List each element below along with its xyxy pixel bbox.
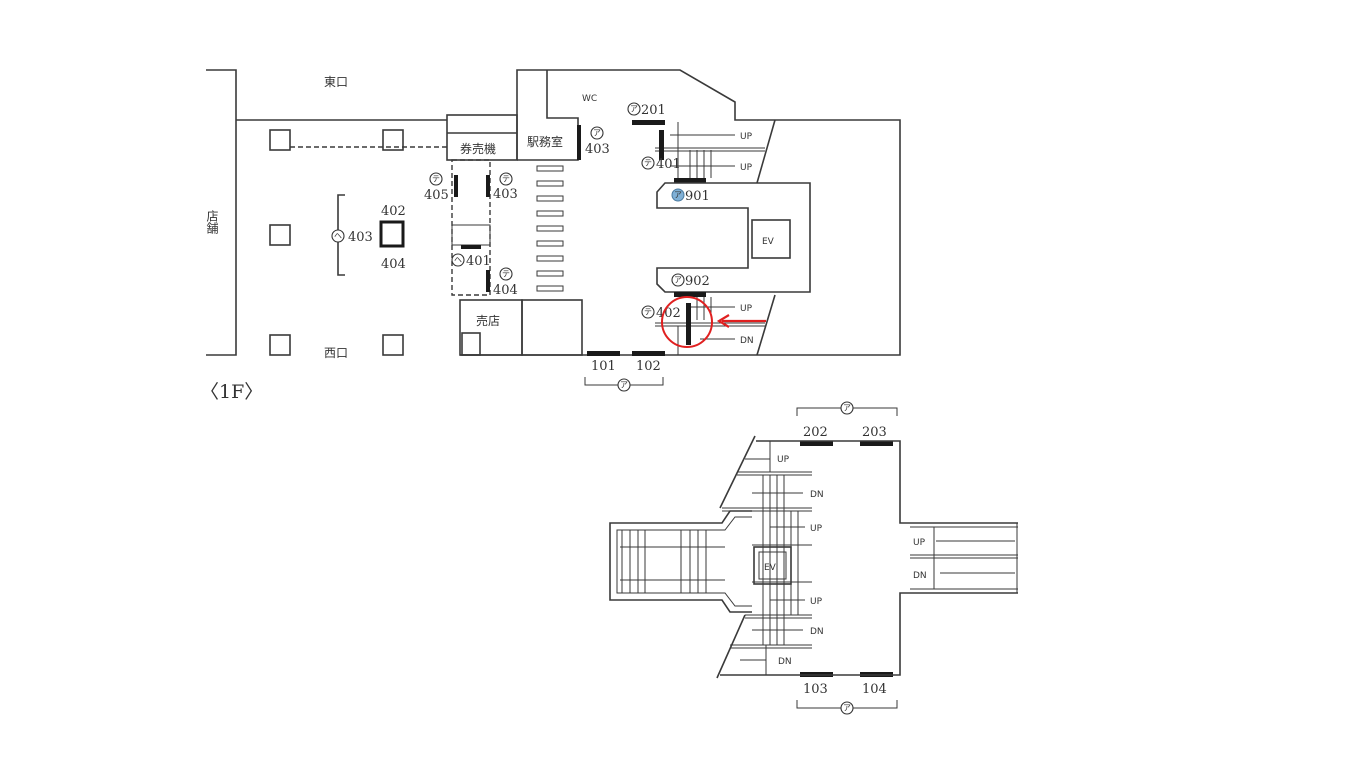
svg-text:ヘ: ヘ <box>454 256 462 265</box>
marker-circle <box>331 229 345 243</box>
walkway-up-label: UP <box>913 538 926 548</box>
svg-text:テ: テ <box>502 270 510 279</box>
svg-text:ア: ア <box>630 105 638 114</box>
shops-label: 店舗 <box>205 210 219 234</box>
stairs-up-label: UP <box>740 304 753 314</box>
svg-text:ア: ア <box>843 704 851 713</box>
stairs-down-label: DN <box>810 627 824 637</box>
shop-wall <box>206 69 237 356</box>
svg-text:テ: テ <box>644 159 652 168</box>
stairs-down-label: DN <box>740 336 754 346</box>
west-exit-label: 西口 <box>324 346 348 360</box>
marker-number: 404 <box>381 257 406 272</box>
stairs-up-label: UP <box>740 163 753 173</box>
pillars <box>269 129 404 356</box>
svg-text:902: 902 <box>685 274 710 289</box>
walkway-down-label: DN <box>913 571 927 581</box>
svg-text:403: 403 <box>585 142 610 157</box>
marker-a401: テ 401 <box>641 156 681 172</box>
marker-t405: テ 405 <box>424 172 449 203</box>
marker-t404: テ 404 <box>493 267 518 298</box>
ev-label: EV <box>762 237 775 247</box>
svg-text:ア: ア <box>593 129 601 138</box>
office-wall <box>517 70 579 161</box>
stairs-down-label: DN <box>778 657 792 667</box>
stairs-down-label: DN <box>810 490 824 500</box>
marker-glyph: ヘ <box>334 232 342 241</box>
marker-glyph: ア <box>620 381 628 390</box>
ev-label: EV <box>764 563 777 573</box>
marker-number: 102 <box>636 359 661 374</box>
station-office-label: 駅務室 <box>527 134 563 149</box>
elevator <box>751 219 791 259</box>
marker-number: 103 <box>803 682 828 697</box>
marker-number: 202 <box>803 425 828 440</box>
marker-a901: ア 901 <box>671 188 710 204</box>
east-exit-label: 東口 <box>324 75 348 89</box>
marker-number: 101 <box>591 359 616 374</box>
wc-label: WC <box>582 94 597 104</box>
station-outline <box>460 69 901 356</box>
marker-a403: ア 403 <box>585 126 610 157</box>
svg-text:402: 402 <box>656 306 681 321</box>
marker-h401: ヘ 401 <box>451 253 491 269</box>
highlight-circle <box>661 296 713 348</box>
elevator <box>753 546 792 585</box>
floor-1f: 東口 西口 店舗 ヘ 403 402 404 券売機 駅務室 WC テ 405 … <box>200 69 901 403</box>
marker-number: 403 <box>348 230 373 245</box>
svg-text:ア: ア <box>674 276 682 285</box>
ticket-machines-label: 券売機 <box>460 141 496 156</box>
svg-text:ア: ア <box>674 191 682 200</box>
floor-2: ア 202 203 103 104 ア UP DN <box>609 401 1018 715</box>
tactile-stripes <box>536 165 564 292</box>
stairs-up-label: UP <box>810 524 823 534</box>
marker-number: 104 <box>862 682 887 697</box>
svg-text:ア: ア <box>843 404 851 413</box>
svg-text:テ: テ <box>502 175 510 184</box>
svg-text:901: 901 <box>685 189 710 204</box>
target-gate <box>686 303 691 345</box>
svg-text:404: 404 <box>493 283 518 298</box>
stairs-up-label: UP <box>777 455 790 465</box>
svg-text:401: 401 <box>466 254 491 269</box>
gate-block <box>379 220 405 248</box>
svg-text:テ: テ <box>432 175 440 184</box>
stairs-up-label: UP <box>740 132 753 142</box>
marker-a201: ア 201 <box>627 102 666 118</box>
kiosk-label: 売店 <box>476 313 500 328</box>
svg-text:403: 403 <box>493 187 518 202</box>
marker-number: 203 <box>862 425 887 440</box>
marker-number: 402 <box>381 204 406 219</box>
svg-text:405: 405 <box>424 188 449 203</box>
stairs-up-label: UP <box>810 597 823 607</box>
svg-text:201: 201 <box>641 103 666 118</box>
marker-t403: テ 403 <box>493 172 518 202</box>
elevator-hall <box>656 182 811 293</box>
svg-text:テ: テ <box>644 308 652 317</box>
floor-label: 〈1F〉 <box>200 381 263 403</box>
svg-text:401: 401 <box>656 157 681 172</box>
marker-a902: ア 902 <box>671 273 710 289</box>
